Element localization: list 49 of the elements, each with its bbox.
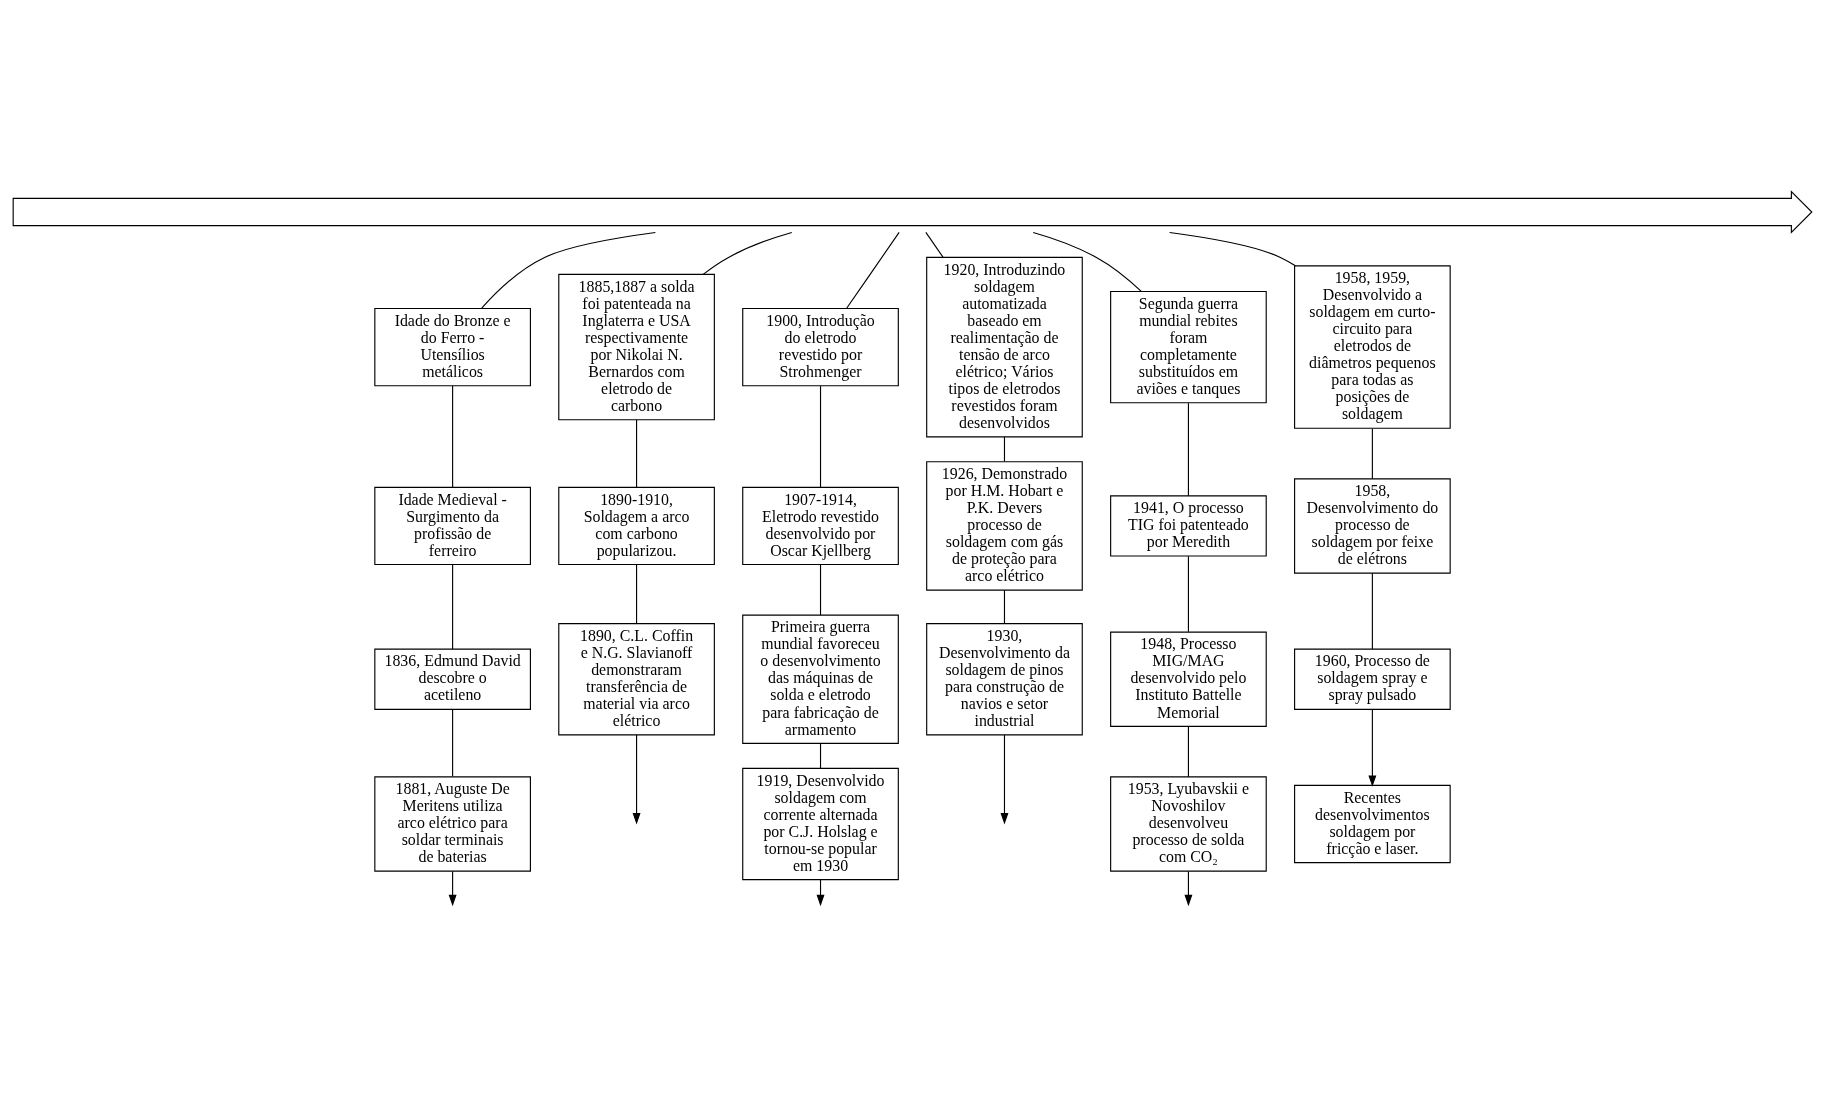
connector <box>1371 428 1373 480</box>
connector <box>1003 589 1006 624</box>
node-box: 1941, O processo TIG foi patenteado por Meredith <box>1110 495 1267 557</box>
node-box: 1953, Lyubavskii e Novoshilov desenvolveu processo de solda com CO₂ <box>1110 776 1267 872</box>
node-box: Recentes desenvolvimentos soldagem por fricção e laser. <box>1294 784 1451 864</box>
arrow <box>1184 870 1193 907</box>
node-box: 1836, Edmund David descobre o acetileno <box>374 648 531 710</box>
connector <box>819 564 822 616</box>
node-box: 1926, Demonstrado por H.M. Hobart e P.K. Devers processo de soldagem com gás de proteção para arco elétrico <box>926 461 1083 591</box>
node-box: Idade Medieval - Surgimento da profissão de ferreiro <box>374 486 531 566</box>
node-box: 1907-1914, Eletrodo revestido desenvolvido por Oscar Kjellberg <box>742 486 899 566</box>
connector <box>452 709 454 777</box>
arrow <box>448 870 457 907</box>
connector <box>1187 555 1189 633</box>
node-box: Primeira guerra mundial favoreceu o desenvolvimento das máquinas de solda e eletrodo para fabricação de armamento <box>742 614 899 744</box>
node-box: 1958, 1959, Desenvolvido a soldagem em curto-circuito para eletrodos de diâmetros pequenos para todas as posições de soldagem <box>1294 265 1451 429</box>
node-box: 1885,1887 a solda foi patenteada na Inglaterra e USA respectivamente por Nikolai N. Bernardos com eletrodo de carbono <box>558 273 715 421</box>
connector <box>452 564 454 650</box>
connector <box>819 385 822 488</box>
connector <box>846 231 900 309</box>
node-box: Idade do Bronze e do Ferro - Utensílios metálicos <box>374 307 531 387</box>
node-box: 1890, C.L. Coffin e N.G. Slavianoff demonstraram transferência de material via arco elétrico <box>558 623 715 736</box>
node-box: 1881, Auguste De Meritens utiliza arco elétrico para soldar terminais de baterias <box>374 776 531 872</box>
connector <box>819 743 822 769</box>
connector <box>1169 231 1296 267</box>
connector <box>702 231 793 275</box>
connector <box>1371 572 1373 650</box>
connector <box>636 564 638 625</box>
arrow <box>632 734 641 825</box>
arrow <box>1000 734 1009 825</box>
node-box: 1930, Desenvolvimento da soldagem de pinos para construção de navios e setor industrial <box>926 623 1083 736</box>
node-box: 1960, Processo de soldagem spray e spray pulsado <box>1294 648 1451 710</box>
connector <box>636 419 638 488</box>
connector <box>1032 231 1142 292</box>
node-box: 1900, Introdução do eletrodo revestido por Strohmenger <box>742 307 899 387</box>
node-box: 1958, Desenvolvimento do processo de soldagem por feixe de elétrons <box>1294 478 1451 574</box>
connector <box>1003 436 1006 463</box>
connector <box>925 231 944 258</box>
connector <box>1187 726 1189 778</box>
node-box: 1948, Processo MIG/MAG desenvolvido pelo Instituto Battelle Memorial <box>1110 631 1267 727</box>
connector <box>452 385 454 488</box>
node-box: Segunda guerra mundial rebites foram completamente substituídos em aviões e tanques <box>1110 290 1267 404</box>
node-box: 1920, Introduzindo soldagem automatizada baseado em realimentação de tensão de arco elétrico; Vários tipos de eletrodos revestidos foram desenvolvidos <box>926 256 1083 438</box>
connector <box>1187 402 1189 497</box>
node-box: 1890-1910, Soldagem a arco com carbono popularizou. <box>558 486 715 566</box>
node-box: 1919, Desenvolvido soldagem com corrente alternada por C.J. Holslag e tornou-se popular em 1930 <box>742 767 899 881</box>
connector <box>481 231 656 309</box>
arrow <box>1368 709 1377 787</box>
node-arrow <box>12 190 1813 234</box>
